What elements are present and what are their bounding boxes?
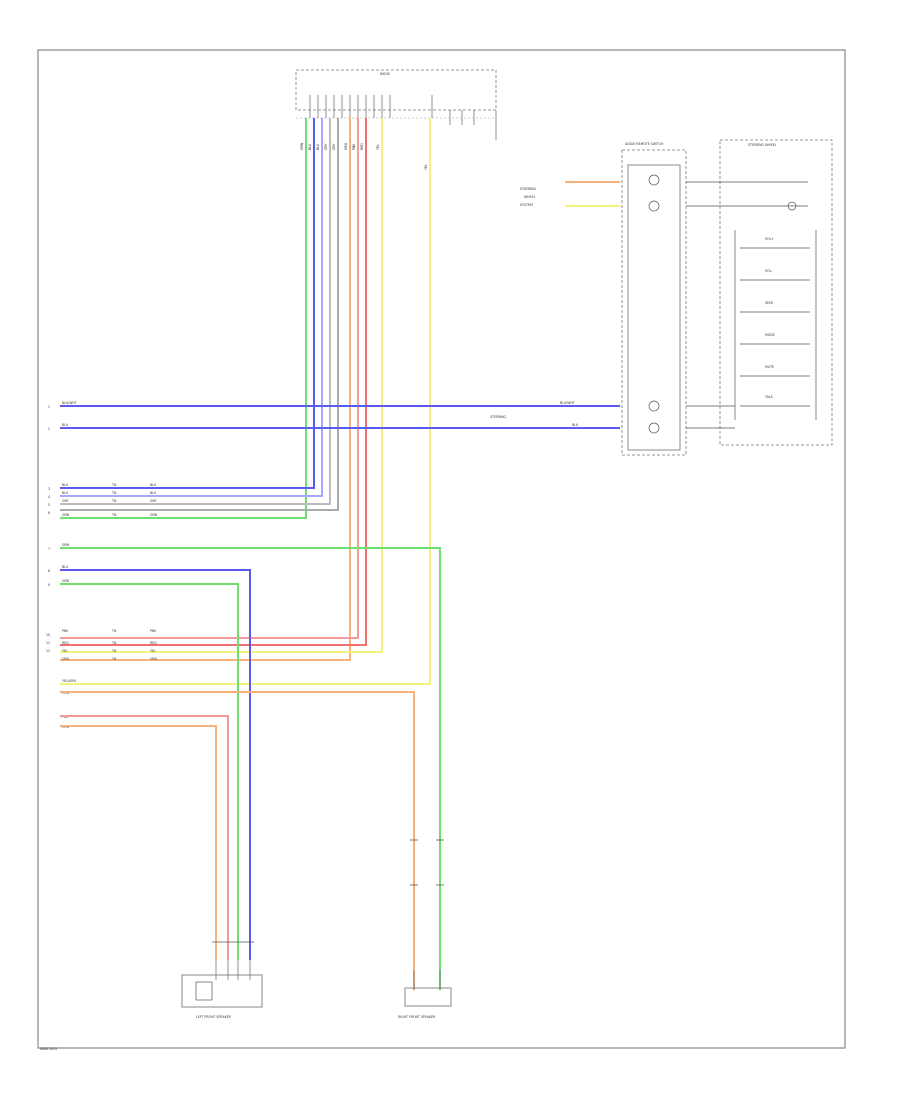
svg-text:1: 1: [48, 405, 50, 409]
svg-text:BLU: BLU: [308, 143, 312, 150]
audio-switch-label: AUDIO REMOTE SWITCH: [625, 142, 664, 146]
svg-text:GRN: GRN: [62, 543, 70, 547]
svg-text:STEERING: STEERING: [490, 415, 507, 419]
svg-text:GRY: GRY: [332, 144, 336, 150]
svg-text:12: 12: [46, 649, 50, 653]
wire-pink-left-speaker: [60, 715, 229, 960]
svg-text:SYSTEM: SYSTEM: [520, 203, 533, 207]
svg-text:TN: TN: [111, 657, 117, 661]
svg-text:11: 11: [46, 641, 50, 645]
svg-text:TALK: TALK: [764, 395, 774, 399]
radio-connector: RADIO: [295, 69, 497, 140]
svg-text:ORG: ORG: [150, 657, 158, 661]
left-speaker-label: LEFT FRONT SPEAKER: [196, 1015, 232, 1019]
audio-remote-switch: AUDIO REMOTE SWITCH STEERING WHEEL SYSTE…: [520, 142, 687, 456]
svg-text:BLU/WHT: BLU/WHT: [560, 401, 575, 405]
svg-text:GRN: GRN: [62, 513, 70, 517]
svg-text:PNK: PNK: [150, 629, 157, 633]
svg-text:TN: TN: [111, 649, 117, 653]
svg-text:YEL: YEL: [424, 164, 428, 170]
wire-green-right-speaker: [60, 547, 441, 990]
svg-text:2: 2: [48, 427, 50, 431]
svg-text:5: 5: [48, 503, 50, 507]
module-label: STEERING WHEEL: [748, 143, 777, 147]
svg-text:MODE: MODE: [765, 333, 775, 337]
wire-orange-right-speaker: [60, 691, 415, 990]
svg-text:SEEK: SEEK: [765, 301, 774, 305]
svg-text:TN: TN: [111, 483, 117, 487]
svg-text:YEL/GRN: YEL/GRN: [62, 679, 76, 683]
wire-green-left-speaker: [60, 583, 239, 960]
svg-text:10: 10: [46, 633, 50, 637]
bus-label-2: BLU: [62, 423, 69, 427]
svg-text:9: 9: [48, 583, 50, 587]
svg-text:WHEEL: WHEEL: [524, 195, 536, 199]
svg-text:GRN: GRN: [150, 513, 158, 517]
svg-text:RED: RED: [360, 143, 364, 150]
svg-text:STEERING: STEERING: [520, 187, 537, 191]
svg-text:YEL: YEL: [376, 144, 380, 150]
svg-text:TN: TN: [111, 629, 117, 633]
svg-text:TN: TN: [111, 641, 117, 645]
steering-wheel-module: STEERING WHEEL VOL+ VOL- SEEK MODE MUTE …: [686, 139, 833, 446]
svg-text:8: 8: [48, 569, 50, 573]
svg-text:BLU: BLU: [62, 491, 69, 495]
steering-switch-bus: BLU/WHT BLU BLU/WHT BLU STEERING: [60, 401, 620, 429]
svg-text:BLU: BLU: [62, 483, 69, 487]
svg-text:3: 3: [48, 487, 50, 491]
svg-text:VOL-: VOL-: [765, 269, 773, 273]
svg-text:ORG: ORG: [344, 142, 348, 150]
left-pin-numbers: 1 2 3 4 5 6 7 8 9 10 11 12: [46, 405, 50, 653]
wire-blue-left-speaker: [60, 569, 251, 960]
svg-text:PNK: PNK: [352, 143, 356, 150]
speaker-wire-stubs: [212, 839, 444, 943]
radio-wire-bundle: [60, 118, 431, 685]
wire-orange-left-speaker: [60, 725, 217, 960]
svg-text:BLU: BLU: [316, 143, 320, 150]
svg-text:GRN: GRN: [62, 579, 70, 583]
svg-text:BLU: BLU: [62, 565, 69, 569]
svg-text:BLU: BLU: [150, 491, 157, 495]
right-speaker-label: RIGHT FRONT SPEAKER: [398, 1015, 436, 1019]
svg-text:GRN: GRN: [300, 142, 304, 150]
diagram-frame: [37, 49, 846, 1049]
right-front-speaker: RIGHT FRONT SPEAKER: [398, 970, 452, 1019]
svg-text:BLU: BLU: [572, 423, 579, 427]
svg-text:6: 6: [48, 511, 50, 515]
svg-text:4: 4: [48, 495, 50, 499]
svg-text:YEL: YEL: [62, 649, 68, 653]
svg-text:RED: RED: [150, 641, 157, 645]
radio-pin-wire-labels: GRN BLU BLU GRY GRY ORG PNK RED YEL YEL: [300, 142, 428, 170]
footer-code: W&B 2014: [40, 1047, 57, 1051]
left-front-speaker: LEFT FRONT SPEAKER: [181, 960, 263, 1019]
svg-text:RED: RED: [62, 641, 69, 645]
svg-text:VOL+: VOL+: [765, 237, 774, 241]
svg-text:BLU: BLU: [150, 483, 157, 487]
svg-text:TN: TN: [111, 513, 117, 517]
svg-text:GRY: GRY: [324, 144, 328, 150]
svg-text:MUTE: MUTE: [765, 365, 774, 369]
svg-text:PNK: PNK: [62, 629, 69, 633]
svg-text:7: 7: [48, 547, 50, 551]
bus-label-1: BLU/WHT: [62, 401, 77, 405]
svg-text:TN: TN: [111, 499, 117, 503]
svg-text:ORG: ORG: [62, 657, 70, 661]
svg-text:TN: TN: [111, 491, 117, 495]
svg-text:YEL: YEL: [150, 649, 156, 653]
svg-text:GRY: GRY: [150, 499, 156, 503]
radio-label: RADIO: [380, 72, 391, 76]
svg-text:GRY: GRY: [62, 499, 68, 503]
